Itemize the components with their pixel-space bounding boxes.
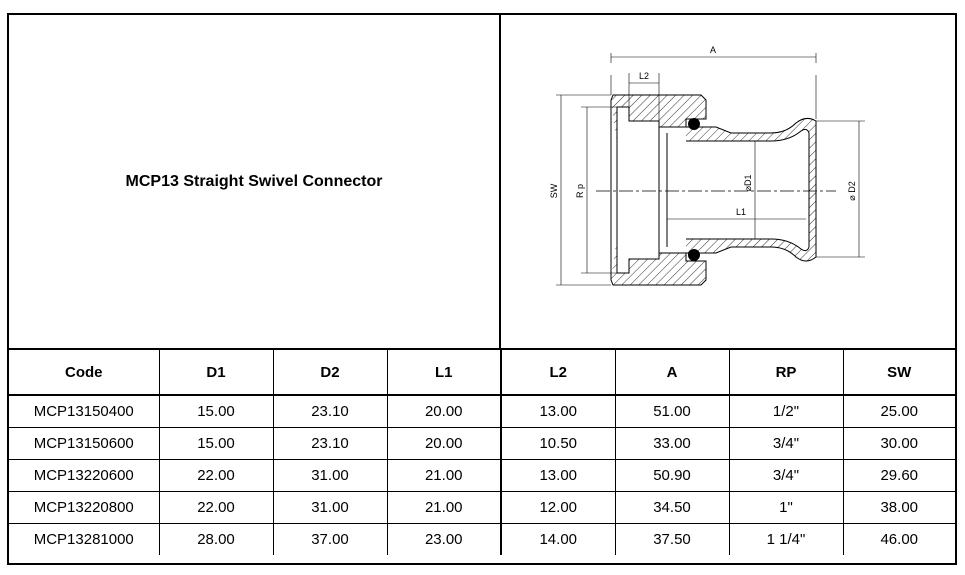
header-l1: L1 xyxy=(386,350,502,396)
cell-l2: 13.00 xyxy=(500,394,616,428)
cell-l1: 20.00 xyxy=(386,394,502,428)
cell-code: MCP13220800 xyxy=(9,491,160,524)
dim-label-l2: L2 xyxy=(639,71,649,81)
header-d2: D2 xyxy=(272,350,388,396)
cell-rp: 3/4" xyxy=(728,427,844,460)
o-ring-top xyxy=(688,118,700,130)
cell-l2: 13.00 xyxy=(500,459,616,492)
cell-sw: 38.00 xyxy=(842,491,955,524)
specification-table: Code D1 D2 L1 L2 A RP SW MCP13150400 15.… xyxy=(9,350,955,555)
cell-code: MCP13220600 xyxy=(9,459,160,492)
cell-l2: 14.00 xyxy=(500,523,616,555)
cell-d1: 22.00 xyxy=(158,491,274,524)
cell-l1: 23.00 xyxy=(386,523,502,555)
cell-code: MCP13150600 xyxy=(9,427,160,460)
dim-label-rp: R p xyxy=(575,184,585,198)
table-header-row: Code D1 D2 L1 L2 A RP SW xyxy=(9,350,955,396)
header-a: A xyxy=(614,350,730,396)
cell-a: 37.50 xyxy=(614,523,730,555)
title-cell: MCP13 Straight Swivel Connector xyxy=(9,15,501,348)
table-row: MCP13150400 15.00 23.10 20.00 13.00 51.0… xyxy=(9,394,955,428)
cell-a: 34.50 xyxy=(614,491,730,524)
cell-sw: 29.60 xyxy=(842,459,955,492)
cell-d2: 31.00 xyxy=(272,459,388,492)
spec-sheet: MCP13 Straight Swivel Connector xyxy=(7,13,957,565)
cell-sw: 30.00 xyxy=(842,427,955,460)
dim-label-sw: SW xyxy=(549,183,559,198)
cell-d2: 37.00 xyxy=(272,523,388,555)
dim-label-l1: L1 xyxy=(736,207,746,217)
header-l2: L2 xyxy=(500,350,616,396)
cell-l1: 21.00 xyxy=(386,459,502,492)
cell-d1: 28.00 xyxy=(158,523,274,555)
header-code: Code xyxy=(9,350,160,396)
cell-d2: 23.10 xyxy=(272,427,388,460)
cell-a: 33.00 xyxy=(614,427,730,460)
cell-d1: 15.00 xyxy=(158,394,274,428)
cell-a: 50.90 xyxy=(614,459,730,492)
header-section: MCP13 Straight Swivel Connector xyxy=(9,15,955,350)
dim-label-a: A xyxy=(710,45,716,55)
cell-l2: 12.00 xyxy=(500,491,616,524)
cell-l1: 20.00 xyxy=(386,427,502,460)
cell-rp: 3/4" xyxy=(728,459,844,492)
cell-rp: 1 1/4" xyxy=(728,523,844,555)
cell-rp: 1" xyxy=(728,491,844,524)
header-rp: RP xyxy=(728,350,844,396)
table-row: MCP13281000 28.00 37.00 23.00 14.00 37.5… xyxy=(9,523,955,555)
connector-technical-drawing: A L2 L1 SW R p ⌀D1 ⌀ D2 xyxy=(549,45,865,286)
dim-label-d1: ⌀D1 xyxy=(743,175,753,192)
table-row: MCP13220600 22.00 31.00 21.00 13.00 50.9… xyxy=(9,459,955,492)
technical-drawing-cell: A L2 L1 SW R p ⌀D1 ⌀ D2 xyxy=(501,15,955,348)
cell-d2: 23.10 xyxy=(272,394,388,428)
cell-sw: 46.00 xyxy=(842,523,955,555)
cell-rp: 1/2" xyxy=(728,394,844,428)
cell-a: 51.00 xyxy=(614,394,730,428)
table-row: MCP13150600 15.00 23.10 20.00 10.50 33.0… xyxy=(9,427,955,460)
header-d1: D1 xyxy=(158,350,274,396)
cell-d1: 15.00 xyxy=(158,427,274,460)
cell-l1: 21.00 xyxy=(386,491,502,524)
cell-code: MCP13281000 xyxy=(9,523,160,555)
cell-sw: 25.00 xyxy=(842,394,955,428)
product-title: MCP13 Straight Swivel Connector xyxy=(125,172,383,190)
table-row: MCP13220800 22.00 31.00 21.00 12.00 34.5… xyxy=(9,491,955,524)
cell-d1: 22.00 xyxy=(158,459,274,492)
dim-label-d2: ⌀ D2 xyxy=(847,181,857,200)
o-ring-bottom xyxy=(688,249,700,261)
cell-l2: 10.50 xyxy=(500,427,616,460)
cell-d2: 31.00 xyxy=(272,491,388,524)
header-sw: SW xyxy=(842,350,955,396)
cell-code: MCP13150400 xyxy=(9,394,160,428)
